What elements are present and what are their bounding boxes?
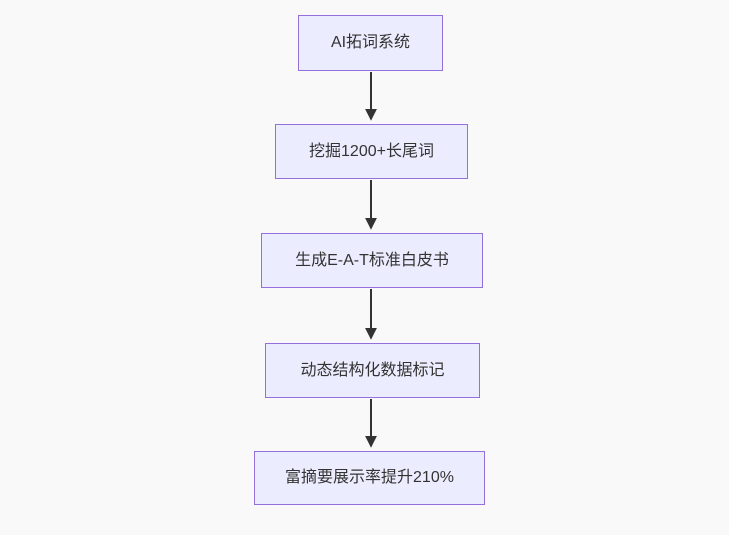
flow-node-label: 动态结构化数据标记 xyxy=(300,361,445,379)
flow-node-mine-longtail-keywords: 挖掘1200+长尾词 xyxy=(275,124,468,179)
flow-node-dynamic-structured-data-markup: 动态结构化数据标记 xyxy=(265,343,480,398)
flow-node-label: 富摘要展示率提升210% xyxy=(285,469,454,487)
flow-node-label: 生成E-A-T标准白皮书 xyxy=(295,251,449,269)
flow-node-label: 挖掘1200+长尾词 xyxy=(309,142,434,160)
flow-node-ai-word-expansion-system: AI拓词系统 xyxy=(298,15,443,71)
flow-node-label: AI拓词系统 xyxy=(330,34,411,52)
flow-node-rich-snippet-rate-increase: 富摘要展示率提升210% xyxy=(254,451,485,505)
flow-node-generate-eat-whitepaper: 生成E-A-T标准白皮书 xyxy=(261,233,483,288)
